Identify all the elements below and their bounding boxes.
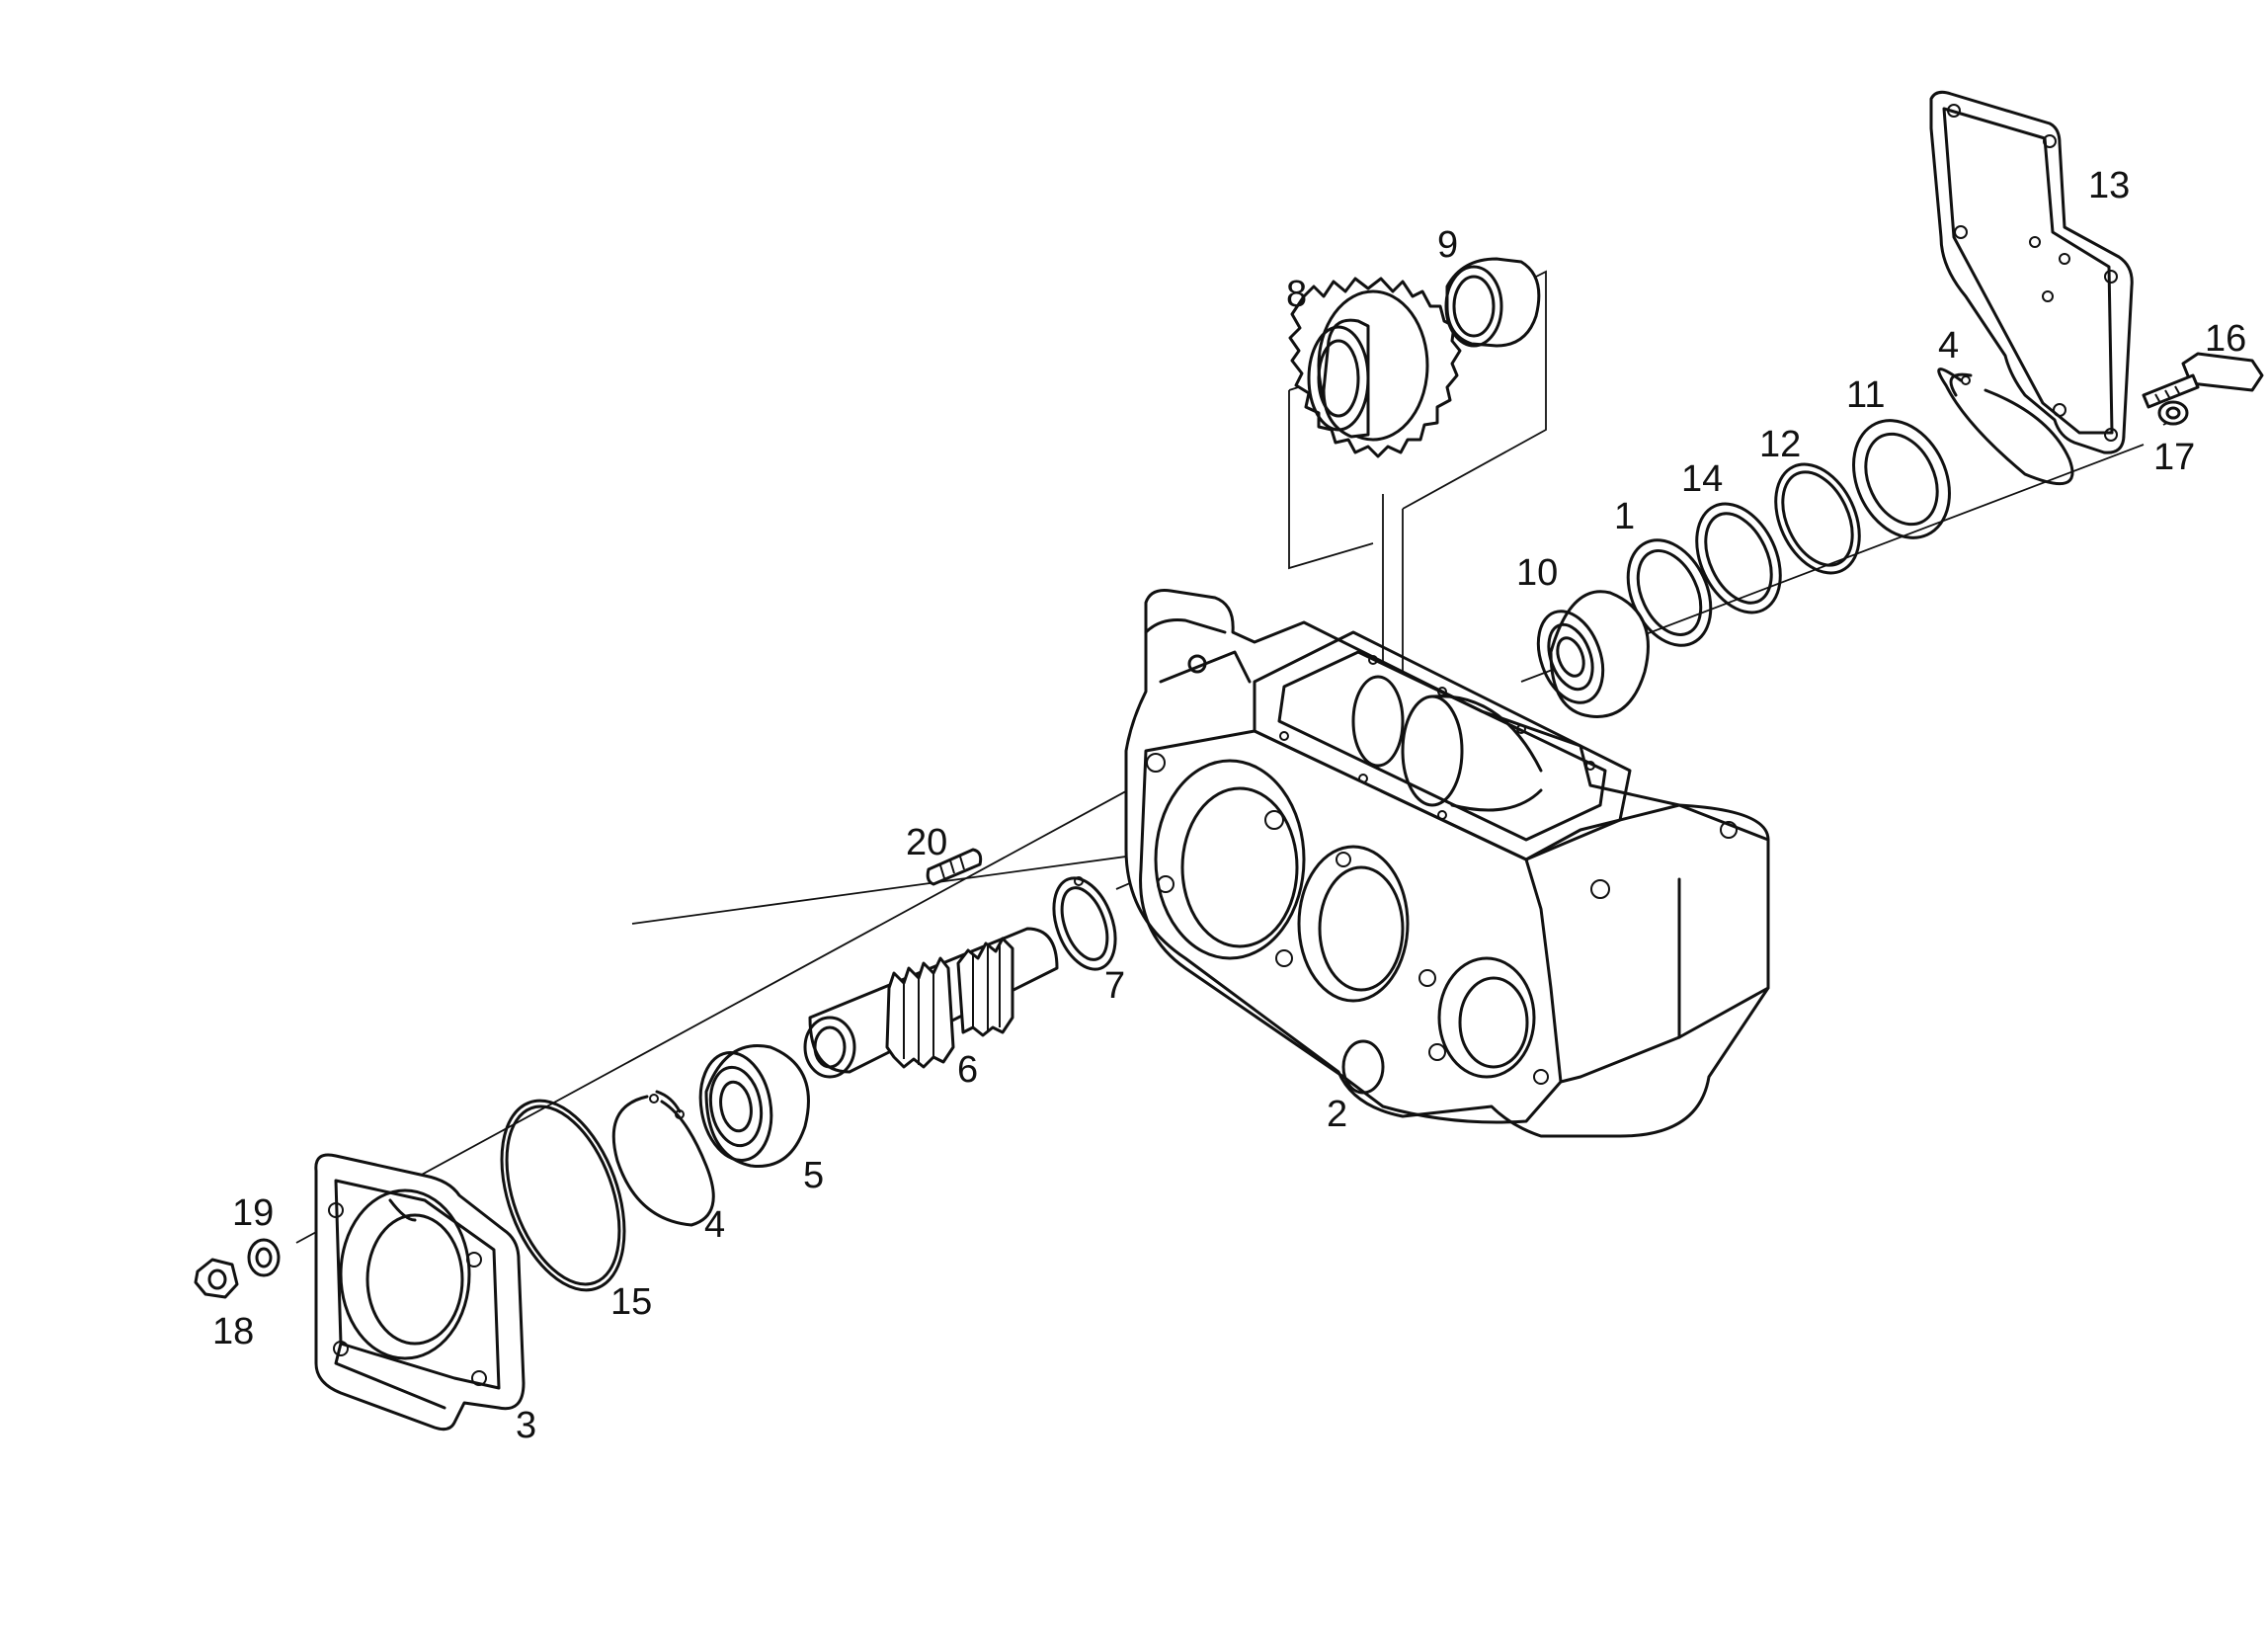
label-part-4-right: 4: [1938, 325, 1959, 367]
label-part-4-left: 4: [704, 1204, 725, 1246]
label-part-9: 9: [1437, 224, 1458, 266]
label-part-13: 13: [2088, 165, 2130, 206]
label-part-7: 7: [1104, 965, 1125, 1007]
label-part-2: 2: [1327, 1094, 1347, 1135]
part-labels: 1 2 3 4 4 5 6 7 8 9 10 11 12 13 14 15 16…: [212, 165, 2246, 1446]
circlip-7: [1052, 876, 1117, 971]
label-part-3: 3: [516, 1405, 536, 1446]
bolt: [2142, 352, 2264, 409]
stud-20: [926, 848, 983, 886]
flange-cover-3: [314, 1153, 526, 1432]
label-part-17: 17: [2153, 437, 2195, 478]
label-part-14: 14: [1681, 458, 1723, 500]
gear-8: [1288, 277, 1462, 458]
label-part-16: 16: [2205, 318, 2246, 360]
label-part-12: 12: [1759, 424, 1801, 465]
bushing-9: [1444, 257, 1541, 348]
label-part-20: 20: [906, 822, 947, 863]
label-part-8: 8: [1286, 274, 1307, 315]
circlip-left: [611, 1090, 715, 1227]
label-part-5: 5: [803, 1155, 824, 1196]
nut-18: [194, 1258, 239, 1299]
ring-12: [1774, 462, 1861, 575]
label-part-6: 6: [957, 1049, 978, 1091]
label-part-1: 1: [1614, 496, 1635, 537]
shaft-6: [803, 927, 1059, 1079]
label-part-11: 11: [1846, 374, 1885, 416]
label-part-10: 10: [1516, 552, 1558, 594]
washer-19: [247, 1238, 281, 1277]
ring-11: [1852, 419, 1951, 539]
bearing-10: [1536, 590, 1650, 718]
bearing-5: [698, 1044, 810, 1168]
label-part-18: 18: [212, 1311, 254, 1352]
oring-15: [500, 1099, 626, 1292]
gearbox-housing: [1124, 589, 1770, 1138]
ring-14: [1695, 502, 1782, 614]
washer-small: [2157, 400, 2189, 426]
label-part-15: 15: [610, 1281, 652, 1323]
circlip-right: [1937, 368, 2074, 486]
cover-gasket: [1929, 90, 2134, 454]
label-part-19: 19: [232, 1192, 274, 1234]
